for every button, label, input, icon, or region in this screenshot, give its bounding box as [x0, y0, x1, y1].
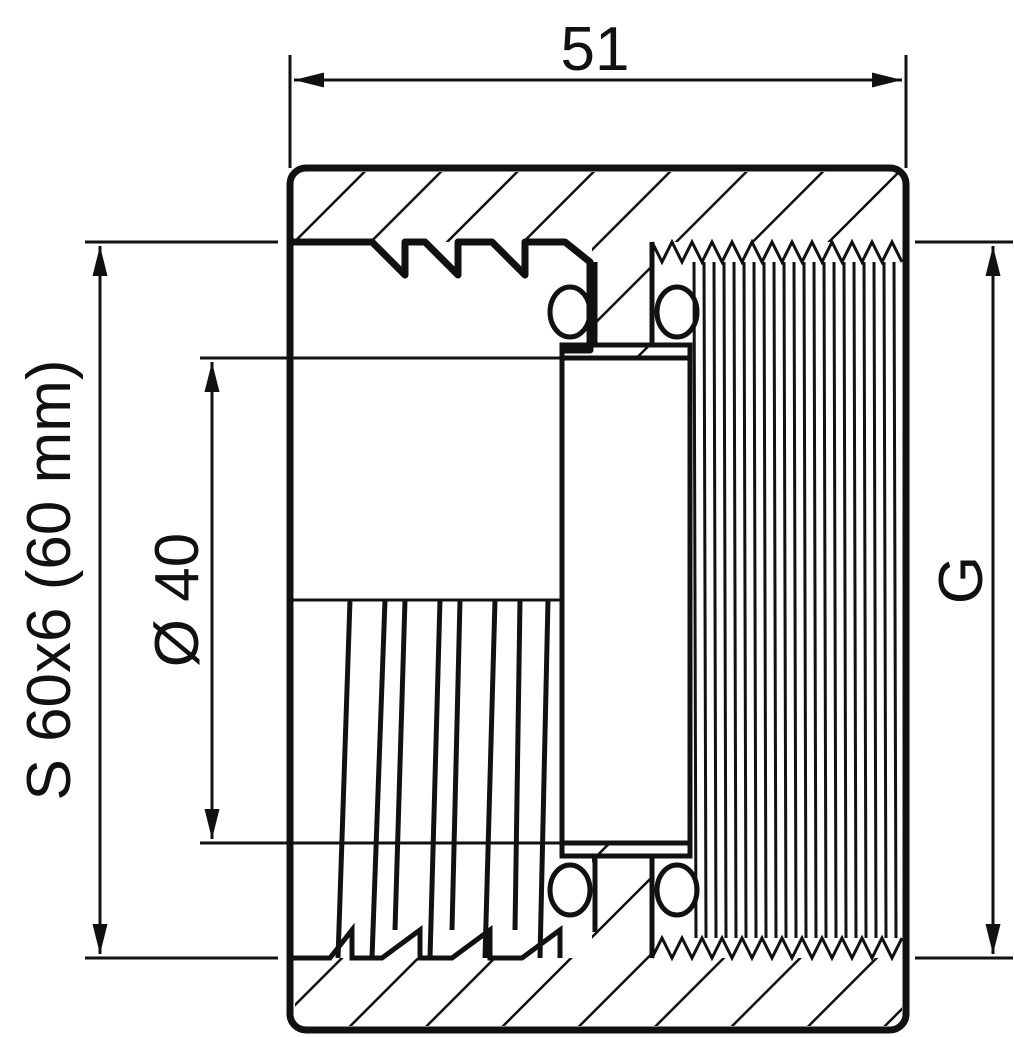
inner-thread-lines — [692, 261, 898, 939]
outer-thread-helix-lines — [335, 599, 551, 959]
inner-thread-line — [852, 261, 858, 939]
inner-thread-line — [842, 261, 848, 939]
inner-thread-crests-top — [650, 238, 904, 266]
inner-thread-line — [822, 261, 828, 939]
o-ring-seals — [547, 242, 700, 958]
width-dimension: 51 — [288, 15, 908, 168]
inner-thread-line — [802, 261, 808, 939]
inner-thread-line — [702, 261, 708, 939]
inner-thread-line — [722, 261, 728, 939]
inner-thread-line — [792, 261, 798, 939]
inner-thread-line — [862, 261, 868, 939]
outer-thread-dimension-label: S 60x6 (60 mm) — [15, 359, 84, 800]
inner-thread-line — [712, 261, 718, 939]
outer-thread-profile-top — [290, 238, 594, 354]
inner-thread-line — [732, 261, 738, 939]
inner-thread-line — [832, 261, 838, 939]
inner-thread-line — [692, 261, 698, 939]
inner-thread-line — [882, 261, 888, 939]
inner-thread-line — [892, 261, 898, 939]
inner-thread-dimension: G — [915, 240, 1013, 960]
inner-thread-line — [812, 261, 818, 939]
inner-thread-dimension-label: G — [927, 556, 996, 604]
inner-thread-line — [782, 261, 788, 939]
inner-thread-line — [742, 261, 748, 939]
bore-dimension: Ø 40 — [143, 356, 562, 845]
bore-dimension-label: Ø 40 — [143, 533, 212, 667]
inner-thread-line — [872, 261, 878, 939]
outer-thread-dimension: S 60x6 (60 mm) — [15, 240, 278, 960]
inner-thread-crests-bottom — [650, 934, 904, 962]
inner-thread-line — [762, 261, 768, 939]
inner-thread-line — [752, 261, 758, 939]
width-dimension-label: 51 — [561, 15, 630, 84]
outer-thread-profile-bottom — [290, 922, 563, 961]
inner-thread-line — [772, 261, 778, 939]
bore — [290, 342, 693, 859]
